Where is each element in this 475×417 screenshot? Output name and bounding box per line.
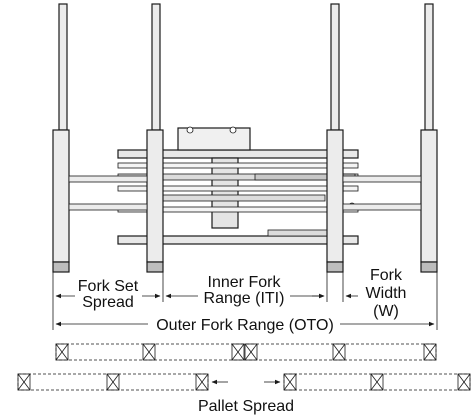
fork-outer-right (420, 3, 438, 273)
pallet-row-top (55, 343, 437, 361)
pallet-outline (55, 343, 437, 361)
middle-bar (117, 185, 359, 192)
bolt-right (229, 126, 237, 134)
pallet-blocks-bottom (17, 373, 471, 391)
carriage-assembly (117, 126, 359, 245)
label-fork-width-2: Width (366, 285, 407, 302)
bolt-left (186, 126, 194, 134)
fork-inner-left (146, 3, 164, 273)
hydraulic-cylinder-lower (154, 194, 326, 202)
pallet-row-bottom (17, 373, 471, 391)
label-fork-width-1: Fork (370, 267, 403, 284)
label-inner-fork-range-2: Range (ITI) (204, 290, 285, 307)
pallet-blocks (55, 343, 437, 361)
label-outer-fork-range: Outer Fork Range (OTO) (156, 317, 334, 334)
label-inner-fork-range-1: Inner Fork (208, 274, 282, 291)
dimension-lines (52, 272, 438, 330)
label-pallet-spread: Pallet Spread (198, 398, 294, 415)
upper-bar (117, 162, 359, 169)
hydraulic-block (177, 127, 251, 151)
center-column (211, 157, 239, 229)
label-fork-set-spread-2: Spread (82, 294, 134, 311)
carriage-bottom-plate (117, 235, 359, 245)
fork-inner-right (326, 3, 344, 273)
fork-outer-left (52, 3, 70, 273)
label-fork-set-spread-1: Fork Set (78, 278, 139, 295)
label-fork-width-3: (W) (373, 303, 399, 320)
fork-rails (68, 175, 422, 211)
